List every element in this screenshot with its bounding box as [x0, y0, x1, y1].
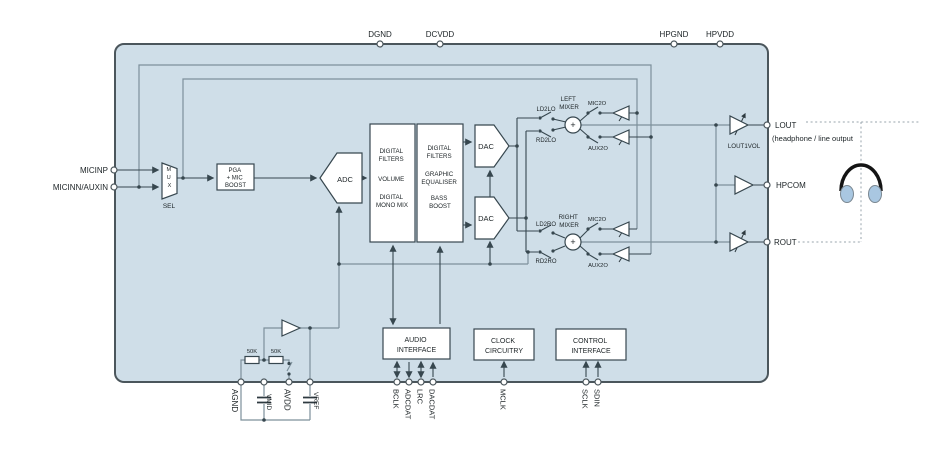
mic2o-label-right: MIC2O [588, 217, 607, 223]
clock-circuitry-label: CLOCK CIRCUITRY [485, 338, 523, 355]
pin-label-dcvdd: DCVDD [426, 30, 455, 39]
pin-label-lrc: LRC [416, 389, 425, 405]
resistor-50k-label: 50K [271, 349, 281, 355]
mic2o-amp-icon [611, 105, 630, 121]
control-interface-block [555, 328, 627, 361]
digital-filters-right-label: DIGITAL FILTERS GRAPHIC EQUALISER BASS B… [421, 145, 458, 210]
lout-volume-amp-icon [729, 115, 750, 135]
audio-interface-label: AUDIO INTERFACE [397, 337, 437, 354]
pin-label-sclk: SCLK [581, 389, 590, 409]
pin-label-hpvdd: HPVDD [706, 30, 734, 39]
mic2o-label-left: MIC2O [588, 101, 607, 107]
lout1vol-label: LOUT1VOL [728, 143, 761, 150]
pin-label-mclk: MCLK [499, 389, 508, 410]
pin-label-hpgnd: HPGND [660, 30, 689, 39]
dac-top-label: DAC [478, 142, 494, 151]
rd2lo-label: RD2LO [536, 138, 556, 144]
resistor-50k-label: 50K [247, 349, 257, 355]
mux-sel-label: SEL [163, 203, 176, 210]
pin-label-lout-desc: (headphone / line output [772, 134, 854, 143]
clock-circuitry-block [473, 328, 535, 361]
pin-label-agnd: AGND [230, 389, 239, 412]
ld2lo-label: LD2LO [536, 107, 555, 113]
capacitor-icon [257, 396, 317, 404]
aux2o-amp-icon [611, 129, 630, 145]
pga-label: PGA + MIC BOOST [225, 168, 246, 189]
adc-block [319, 152, 363, 204]
pin-label-micinp: MICINP [80, 166, 108, 175]
pga-mic-boost-block [216, 163, 255, 191]
aux2o-label-left: AUX2O [588, 146, 608, 152]
headphones-icon [839, 163, 883, 203]
vmid-buffer-amp-icon [281, 319, 302, 337]
pin-label-sdin: SDIN [593, 389, 602, 407]
left-mixer-plus: + [570, 120, 575, 130]
pin-label-bclk: BCLK [392, 389, 401, 409]
rd2ro-label: RD2RO [535, 259, 556, 265]
digital-filters-right-block [416, 123, 464, 243]
adc-label: ADC [337, 175, 353, 184]
pin-label-vmid: VMID [265, 394, 272, 411]
control-interface-label: CONTROL INTERFACE [571, 338, 611, 355]
pin-label-avdd: AVDD [283, 389, 292, 411]
hpcom-amp-icon [734, 175, 755, 195]
mic2o-amp-icon [611, 221, 630, 237]
aux2o-label-right: AUX2O [588, 263, 608, 269]
pin-label-dacdat: DACDAT [428, 389, 437, 420]
headphone-connection-dotted [798, 121, 920, 243]
aux2o-amp-icon [611, 246, 630, 262]
dac-bottom-label: DAC [478, 214, 494, 223]
dac-bottom-block [474, 196, 510, 240]
audio-interface-block [382, 327, 451, 360]
pin-label-adcdat: ADCDAT [404, 389, 413, 420]
package-pins [110, 40, 771, 386]
digital-filters-left-label: DIGITAL FILTERS VOLUME DIGITAL MONO MIX [376, 148, 408, 209]
pin-label-hpcom: HPCOM [776, 181, 806, 190]
rout-volume-amp-icon [729, 232, 750, 252]
dac-top-block [474, 124, 510, 168]
pin-label-vref: VREF [312, 392, 319, 409]
right-mixer-sum-icon [564, 233, 582, 251]
mux-block [161, 162, 178, 200]
pin-label-micinn-auxin: MICINN/AUXIN [53, 183, 108, 192]
ld2ro-label: LD2RO [536, 222, 556, 228]
left-mixer-sum-icon [564, 116, 582, 134]
right-mixer-plus: + [570, 237, 575, 247]
mux-label: M U X [166, 167, 172, 189]
pin-label-lout: LOUT [775, 121, 796, 130]
pin-label-dgnd: DGND [368, 30, 392, 39]
routing-wires [138, 64, 735, 421]
right-mixer-title: RIGHT MIXER [559, 214, 580, 229]
junction-dots [137, 111, 718, 422]
signal-wires [117, 106, 764, 404]
pin-label-rout: ROUT [774, 238, 797, 247]
resistor-icon [244, 355, 260, 365]
resistor-icon [268, 355, 284, 365]
left-mixer-title: LEFT MIXER [559, 96, 579, 111]
digital-filters-left-block [369, 123, 416, 243]
